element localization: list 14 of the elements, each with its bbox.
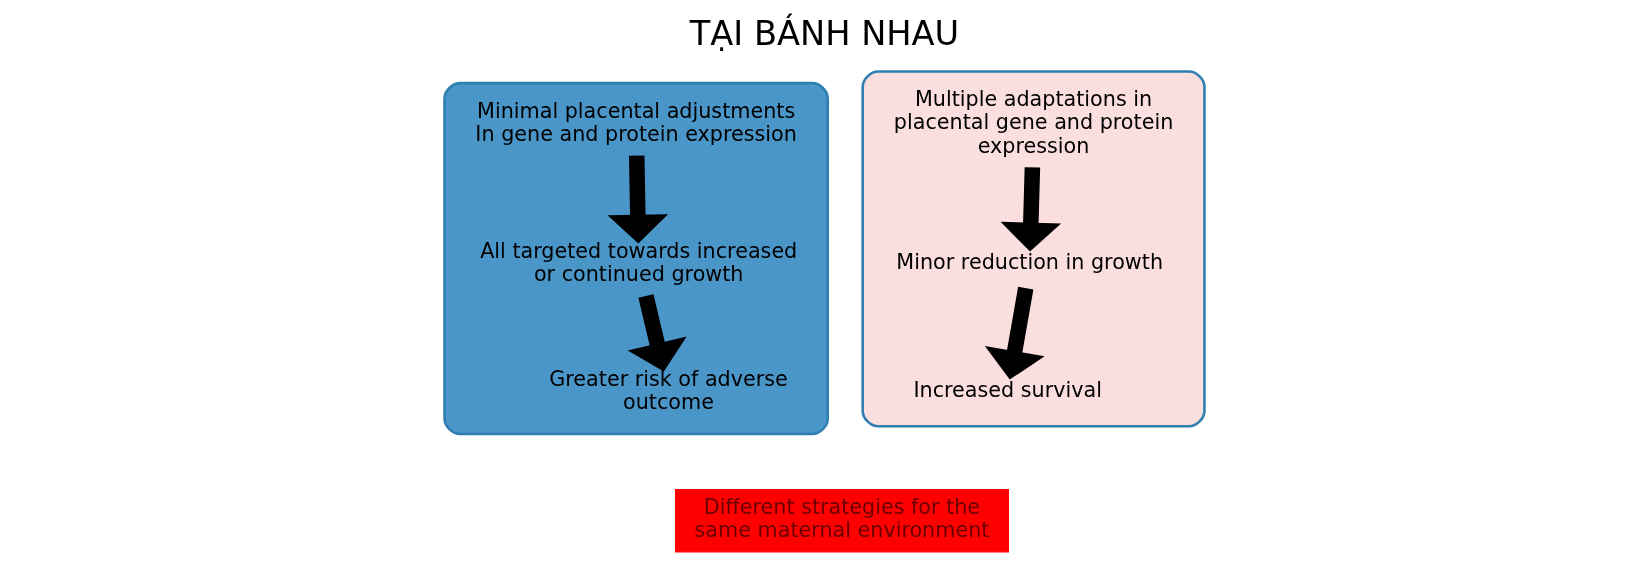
node-text: Minimal placental adjustments In gene and protein expression [475, 98, 797, 147]
cluster [443, 81, 830, 436]
arrow [607, 155, 669, 244]
arrow [1000, 167, 1062, 252]
node-text: Greater risk of adverse outcome [549, 366, 788, 415]
cluster [861, 70, 1206, 428]
node-text: Increased survival [913, 378, 1102, 403]
node-box: Different strategies for the same maternal environment [674, 489, 1009, 553]
arrow [984, 286, 1045, 380]
arrow [627, 294, 687, 372]
node-text: Multiple adaptations in placental gene and protein expression [893, 87, 1174, 158]
diagram-title: TẠI BÁNH NHAU [689, 14, 960, 54]
node-text: All targeted towards increased or continued growth [480, 238, 798, 286]
node-text: Minor reduction in growth [896, 250, 1164, 275]
